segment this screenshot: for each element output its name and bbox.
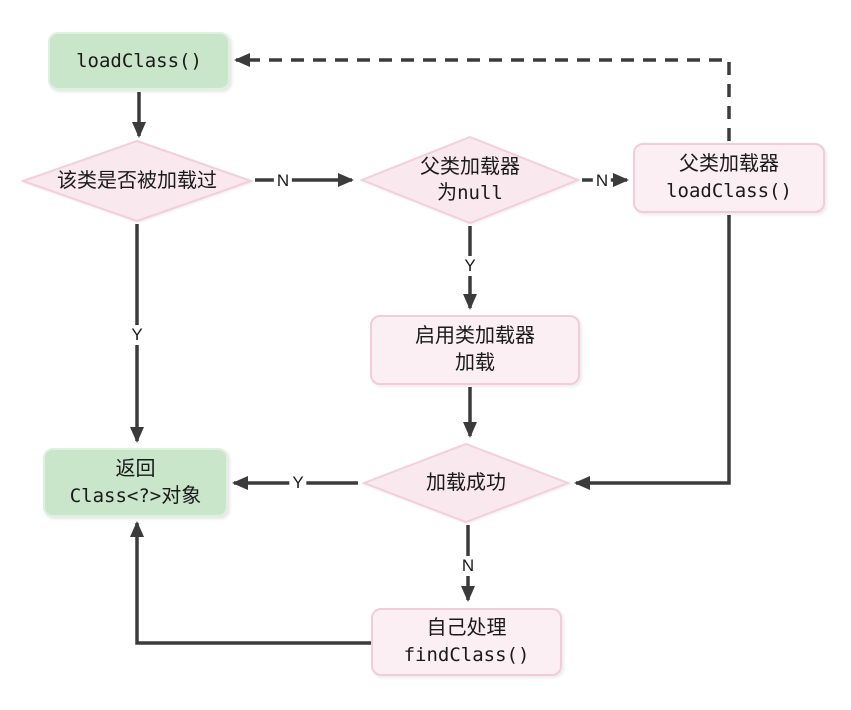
node-find-class-line2: findClass() bbox=[403, 644, 530, 666]
node-parent-null: 父类加载器 为null bbox=[360, 136, 580, 224]
node-parent-null-label: 父类加载器 为null bbox=[360, 136, 580, 224]
node-parent-load-class-line2: loadClass() bbox=[666, 180, 792, 202]
node-parent-load-class-line1: 父类加载器 bbox=[679, 153, 779, 175]
node-return-class-line2-code: Class<?> bbox=[69, 484, 162, 507]
node-return-class-line2-suffix: 对象 bbox=[161, 484, 202, 507]
node-load-class: loadClass() bbox=[48, 32, 230, 90]
edge-parentload-to-loadclass-dashed bbox=[234, 53, 731, 141]
node-parent-null-line2-prefix: 为 bbox=[437, 182, 458, 204]
node-parent-null-line1: 父类加载器 bbox=[420, 156, 520, 178]
node-check-loaded-label: 该类是否被加载过 bbox=[57, 170, 217, 192]
node-use-loader: 启用类加载器 加载 bbox=[370, 315, 580, 385]
diamond-shape bbox=[360, 136, 580, 224]
edge-findclass-to-return bbox=[130, 521, 371, 645]
node-return-class-line2: Class<?>对象 bbox=[70, 483, 202, 510]
diamond-shape bbox=[362, 443, 570, 523]
diamond-shape bbox=[21, 140, 253, 222]
node-parent-null-line2-code: null bbox=[457, 182, 503, 204]
node-use-loader-line1: 启用类加载器 bbox=[415, 325, 535, 347]
node-find-class: 自己处理 findClass() bbox=[371, 608, 562, 676]
node-parent-load-class: 父类加载器 loadClass() bbox=[633, 143, 825, 213]
edge-label-checkloaded-no: N bbox=[273, 171, 293, 191]
node-parent-null-line2: 为null bbox=[437, 180, 503, 206]
edge-label-success-yes: Y bbox=[289, 473, 307, 493]
edge-label-success-no: N bbox=[458, 556, 478, 576]
node-check-loaded: 该类是否被加载过 bbox=[21, 140, 253, 222]
edge-parentload-to-success bbox=[574, 215, 731, 490]
edge-label-parentnull-no: N bbox=[592, 171, 612, 191]
node-load-class-label: loadClass() bbox=[76, 49, 202, 72]
node-find-class-line1: 自己处理 bbox=[426, 617, 507, 639]
node-return-class: 返回 Class<?>对象 bbox=[43, 448, 228, 517]
node-use-loader-line2: 加载 bbox=[455, 352, 495, 374]
node-return-class-line1: 返回 bbox=[115, 457, 156, 480]
edge-label-checkloaded-yes: Y bbox=[128, 325, 146, 345]
edge-label-parentnull-yes: Y bbox=[461, 256, 479, 276]
node-load-success: 加载成功 bbox=[362, 443, 570, 523]
node-load-success-label: 加载成功 bbox=[426, 472, 506, 494]
